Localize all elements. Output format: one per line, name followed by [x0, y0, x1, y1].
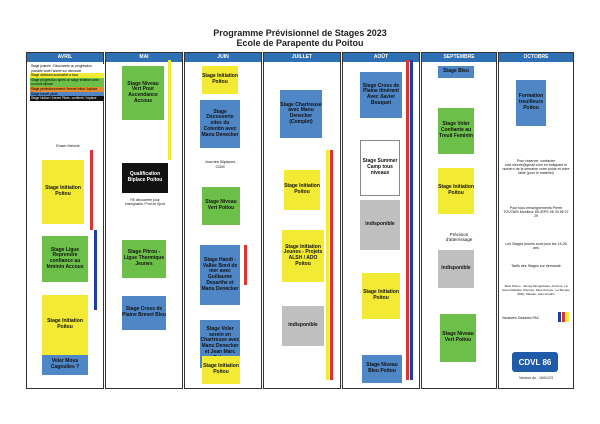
vacation-bar: [168, 60, 171, 160]
stage-block[interactable]: Stage Niveau Bleu Poitou: [362, 355, 402, 383]
header: Programme Prévisionnel de Stages 2023 Ec…: [0, 0, 600, 52]
note-text: RE découverte pour enseignants / Prof de…: [125, 198, 165, 206]
page-title: Programme Prévisionnel de Stages 2023: [213, 28, 387, 38]
month-header: JUIN: [185, 53, 261, 62]
legend-item: Stage brevet pilote: [30, 91, 104, 97]
stage-block[interactable]: Stage Niveau Vert Poitou: [440, 314, 476, 362]
vacation-swatch: [558, 312, 561, 322]
stage-block[interactable]: Stage Initiation Poitou: [362, 273, 400, 319]
stage-block[interactable]: Stage Voler Confiante au Treuil Feminin: [438, 108, 474, 154]
stage-block[interactable]: Stage Initiation Poitou: [42, 160, 84, 224]
info-text: Les Stages jeunes sont pour les 14-26 an…: [505, 242, 567, 250]
legend: Stage journée : Découverte ou progressio…: [30, 64, 104, 101]
contact-text: Pour réserver, contacter cdvl.vienne@gma…: [502, 159, 570, 175]
unavailable-block: indisponible: [360, 200, 400, 250]
month-header: MAI: [106, 53, 182, 62]
vacation-bar: [94, 230, 97, 310]
info-text: Tarifs des Stages sur demande: [511, 264, 561, 268]
stage-block[interactable]: Stage Initiation Jeunes - Projets ALSH /…: [282, 230, 324, 282]
month-header: AOÛT: [343, 53, 419, 62]
vacation-bar: [244, 245, 247, 285]
vacation-bar: [326, 150, 329, 380]
info-text: Sites Poitou : Jarnay-Mongerbeau, Antonn…: [502, 284, 570, 296]
stage-block[interactable]: Stage Cross de Plaine itinérant Avec Xav…: [360, 72, 402, 118]
info-text: Pour tous renseignements Pierre TOUTAIN …: [503, 206, 569, 218]
unavailable-block: indisponible: [282, 306, 324, 346]
month-header: SEPTEMBRE: [422, 53, 496, 62]
legend-item: Stage Notion / brevet Pilote, confirmé /…: [30, 96, 104, 101]
version-text: Version du : 16/01/23: [519, 376, 553, 380]
stage-block[interactable]: Stage Niveau Vert Poitou: [202, 187, 240, 225]
stage-block[interactable]: Stage Handi - Vallée Bord de mer avec Gu…: [200, 245, 240, 305]
stage-block[interactable]: Stage Ligue Reprendre confiance au fémin…: [42, 236, 88, 282]
stage-block[interactable]: Stage Niveau Vert Pour Ascendance Accous: [122, 66, 164, 120]
stage-block[interactable]: Stage Initiation Poitou: [202, 356, 240, 384]
stage-block[interactable]: Qualification Biplace Poitou: [122, 163, 168, 193]
vacation-bar: [406, 60, 409, 380]
legend-item: Stage progression après un stage initiat…: [30, 77, 104, 87]
legend-item: Stage journée : Découverte ou progressio…: [30, 64, 104, 74]
exam-label: Exam théorie: [56, 143, 80, 148]
stage-block[interactable]: Stage Bleu: [438, 66, 474, 78]
page-subtitle: Ecole de Parapente du Poitou: [236, 38, 364, 48]
vacation-swatch: [562, 312, 565, 322]
stage-block[interactable]: Stage Initiation Poitou: [42, 295, 88, 355]
stage-block[interactable]: Stage Découverte sites du Cotentin avec …: [200, 100, 240, 148]
stage-block[interactable]: Stage Chartreuse avec Manu Denecker (Com…: [280, 90, 322, 138]
legend-item: Stage perfectionnement / brevet initial …: [30, 86, 104, 92]
vacation-legend: Vacances Scolaires PAC: [502, 316, 540, 320]
stage-block[interactable]: Voler Mous Cagoulles ?: [42, 355, 88, 375]
vacation-bar: [330, 150, 333, 380]
month-header: AVRIL: [27, 53, 103, 62]
note-text: Journée Biplaces CDM: [204, 159, 236, 169]
stage-block[interactable]: Stage Cross de Plaine Brevet Bleu: [122, 296, 166, 330]
stage-block[interactable]: Stage Pitrou - Ligue Thermique Jeunes: [122, 240, 166, 278]
stage-block[interactable]: Stage Initiation Poitou: [202, 66, 238, 94]
month-header: OCTOBRE: [499, 53, 573, 62]
stage-block[interactable]: Stage Initiation Poitou: [438, 168, 474, 214]
stage-block[interactable]: Stage Summer Camp tous niveaux: [360, 140, 400, 196]
stage-block[interactable]: Stage Initiation Poitou: [284, 170, 320, 210]
vacation-bar: [90, 150, 93, 230]
note-text: Précision d'atterrissage: [445, 232, 473, 242]
stage-block[interactable]: Formation treuilleurs Poitou: [516, 80, 546, 126]
legend-item: Stage débutant accessible à tous: [30, 73, 104, 78]
vacation-swatch: [566, 312, 569, 322]
vacation-bar: [410, 60, 413, 380]
unavailable-block: indisponible: [438, 250, 474, 288]
month-header: JUILLET: [264, 53, 340, 62]
cdvl-logo: CDVL 86: [512, 352, 558, 372]
